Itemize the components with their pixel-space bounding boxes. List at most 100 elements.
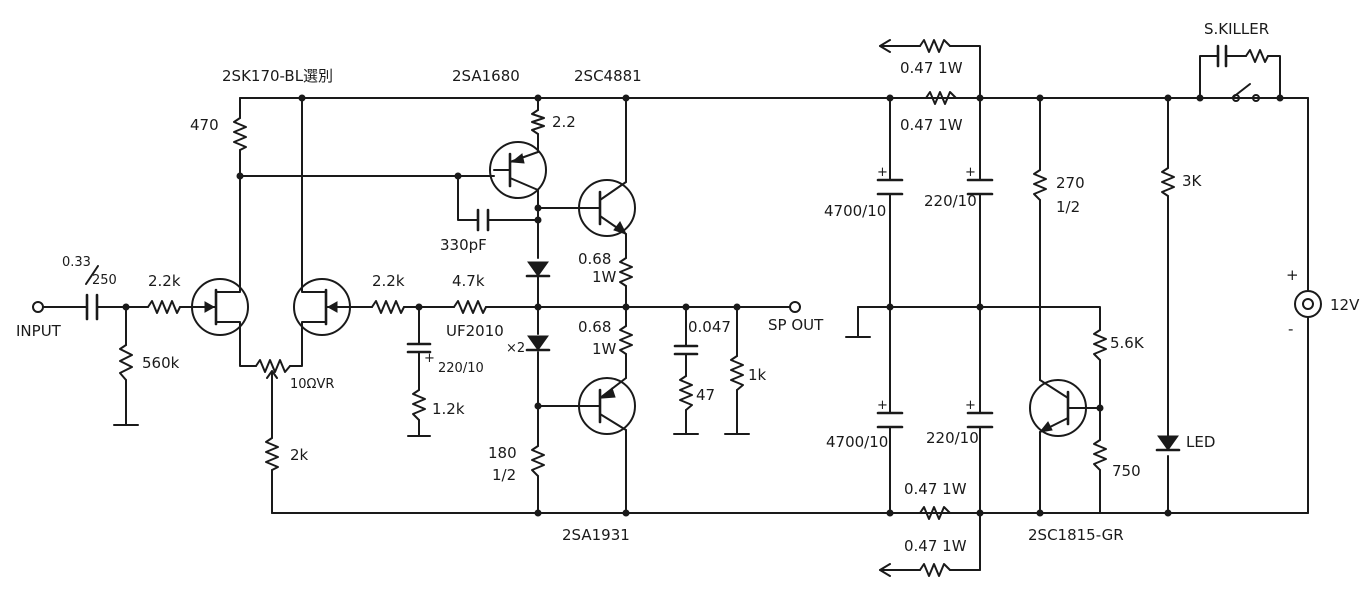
junction-dot xyxy=(1096,404,1104,412)
sp-out-label: SP OUT xyxy=(768,316,824,334)
resistor-47 xyxy=(679,375,693,411)
c-4700-bottom-plus: + xyxy=(877,398,888,413)
r-180-label: 180 xyxy=(488,444,517,462)
resistor-speaker-killer xyxy=(1245,49,1269,63)
led-label: LED xyxy=(1186,433,1215,451)
junction-dot xyxy=(1036,509,1044,517)
junction-dot xyxy=(1036,94,1044,102)
resistor-560k xyxy=(119,344,133,381)
resistor-2-2-ohm xyxy=(531,109,545,135)
junction-dot xyxy=(733,303,741,311)
transistor-2sc1815 xyxy=(1029,379,1087,437)
resistor-470 xyxy=(233,117,247,151)
c-220-bottom-label: 220/10 xyxy=(926,429,979,447)
r-22k-input-label: 2.2k xyxy=(148,272,181,290)
resistor-750 xyxy=(1093,439,1107,471)
resistor-180 xyxy=(531,445,545,477)
r-2k-label: 2k xyxy=(290,446,309,464)
junction-dot xyxy=(886,303,894,311)
c-4700-bottom-label: 4700/10 xyxy=(826,433,888,451)
junction-dot xyxy=(236,172,244,180)
q-2sc1815-label: 2SC1815-GR xyxy=(1028,526,1124,544)
input-label: INPUT xyxy=(16,322,62,340)
supply-terminal xyxy=(1294,290,1322,318)
r-12-w-label: 1/2 xyxy=(492,466,516,484)
output-terminal xyxy=(789,301,801,313)
transistor-2sc4881 xyxy=(578,179,636,237)
r-47k-label: 4.7k xyxy=(452,272,485,290)
capacitor-330pf xyxy=(476,208,490,232)
supply-plus-label: + xyxy=(1286,266,1299,284)
transistor-2sa1680 xyxy=(489,141,547,199)
c-0047-label: 0.047 xyxy=(688,318,731,336)
resistor-0-47-a xyxy=(919,39,951,53)
junction-dot xyxy=(622,303,630,311)
r-1k-label: 1k xyxy=(748,366,767,384)
resistor-2-2k-feedback xyxy=(371,300,405,314)
q-2sk170-label: 2SK170-BL選別 xyxy=(222,67,333,85)
r-047-d-label: 0.47 1W xyxy=(904,537,967,555)
c-220-top-label: 220/10 xyxy=(924,192,977,210)
speaker-killer-label: S.KILLER xyxy=(1204,20,1269,38)
junction-dot xyxy=(122,303,130,311)
r-270-label: 270 xyxy=(1056,174,1085,192)
c-220-bottom-plus: + xyxy=(965,398,976,413)
r-56k-label: 5.6K xyxy=(1110,334,1145,352)
r-12k-label: 1.2k xyxy=(432,400,465,418)
capacitor-220-top xyxy=(966,178,994,196)
r-560k-label: 560k xyxy=(142,354,180,372)
capacitor-220-bottom xyxy=(966,411,994,429)
vr-10-label: 10ΩVR xyxy=(290,377,334,392)
q-2sa1680-label: 2SA1680 xyxy=(452,67,520,85)
junction-dot xyxy=(976,303,984,311)
r-22-label: 2.2 xyxy=(552,113,576,131)
q-2sc4881-label: 2SC4881 xyxy=(574,67,642,85)
potentiometer-10-ohm xyxy=(255,359,291,383)
resistor-2k xyxy=(265,437,279,471)
junction-dot xyxy=(298,94,306,102)
r-47-label: 47 xyxy=(696,386,715,404)
resistor-4-7k xyxy=(453,300,487,314)
input-terminal xyxy=(32,301,44,313)
junction-dot xyxy=(976,94,984,102)
arrow-icon xyxy=(879,563,891,577)
junction-dot xyxy=(682,303,690,311)
supply-voltage-label: 12V xyxy=(1330,296,1360,314)
junction-dot xyxy=(976,509,984,517)
diode-uf2010-top xyxy=(525,261,551,278)
c-220-feedback-plus: + xyxy=(424,351,435,366)
q-2sa1931-label: 2SA1931 xyxy=(562,526,630,544)
r-22k-feedback-label: 2.2k xyxy=(372,272,405,290)
capacitor-4700-top xyxy=(876,178,904,196)
d-x2-label: ×2 xyxy=(506,341,525,356)
capacitor-speaker-killer xyxy=(1216,44,1228,68)
junction-dot xyxy=(1164,94,1172,102)
resistor-270 xyxy=(1033,169,1047,201)
r-3k-label: 3K xyxy=(1182,172,1203,190)
r-270-w-label: 1/2 xyxy=(1056,198,1080,216)
led-diode xyxy=(1155,435,1181,452)
junction-dot xyxy=(886,509,894,517)
capacitor-0-33 xyxy=(85,293,99,321)
r-1w-bottom-label: 1W xyxy=(592,340,617,358)
r-470-label: 470 xyxy=(190,116,219,134)
resistor-0-47-d xyxy=(919,563,951,577)
junction-dot xyxy=(534,509,542,517)
jfet-2sk170-left xyxy=(191,278,249,336)
c-220-feedback-label: 220/10 xyxy=(438,361,484,376)
resistor-0-68-bottom xyxy=(619,325,633,355)
junction-dot xyxy=(534,303,542,311)
c-250-label: 250 xyxy=(92,273,117,288)
junction-dot xyxy=(534,402,542,410)
resistor-1k xyxy=(730,355,744,391)
resistor-3k xyxy=(1161,167,1175,197)
c-4700-top-label: 4700/10 xyxy=(824,202,886,220)
diode-uf2010-bottom xyxy=(525,335,551,352)
junction-dot xyxy=(886,94,894,102)
r-1w-top-label: 1W xyxy=(592,268,617,286)
c-220-top-plus: + xyxy=(965,165,976,180)
capacitor-4700-bottom xyxy=(876,411,904,429)
r-068-bottom-label: 0.68 xyxy=(578,318,611,336)
junction-dot xyxy=(454,172,462,180)
r-047-a-label: 0.47 1W xyxy=(900,59,963,77)
